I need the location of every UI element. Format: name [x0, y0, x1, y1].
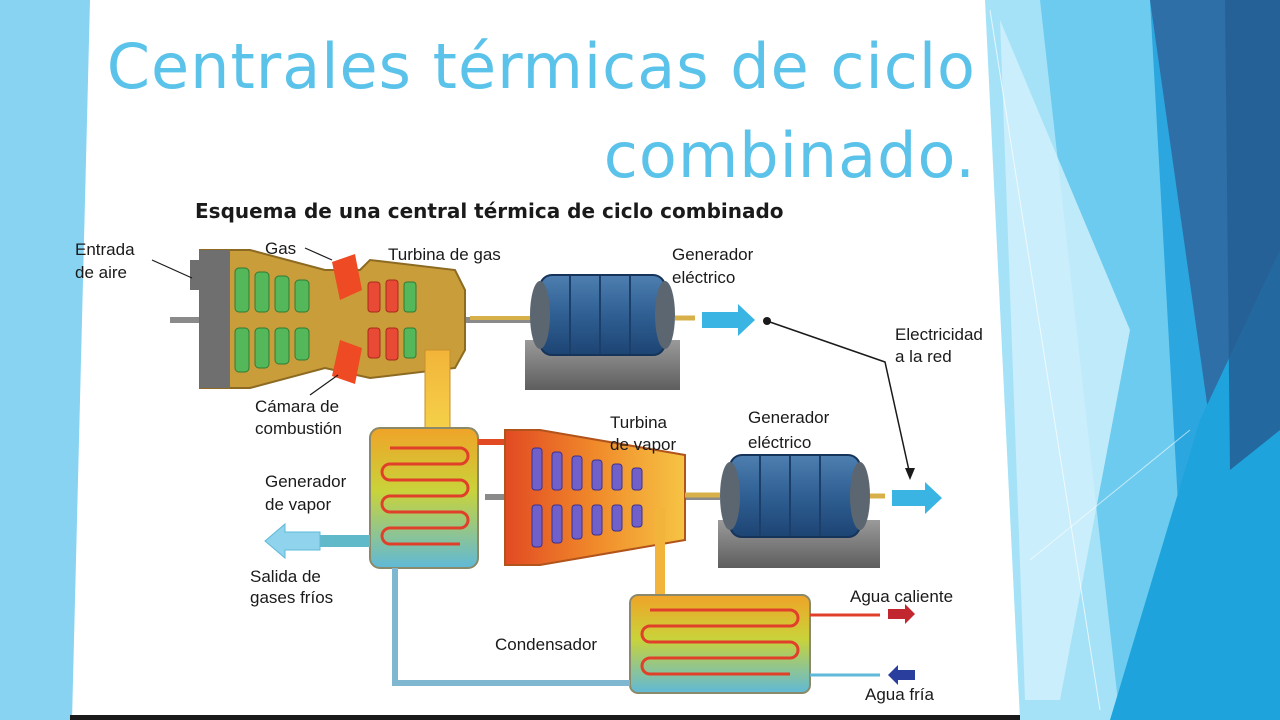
label-bottom-generator-line2: eléctrico	[748, 433, 811, 452]
steam-generator-coil	[380, 446, 470, 546]
hot-water-arrow	[888, 604, 915, 624]
top-generator-endcap-right	[655, 281, 675, 349]
steam-turbine-casing	[504, 429, 686, 566]
label-steam-turbine-line2: de vapor	[610, 435, 676, 454]
label-top-generator-line2: eléctrico	[672, 268, 735, 287]
leader-air-inlet	[151, 259, 193, 279]
top-electric-arrow	[702, 304, 755, 336]
diagram-heading: Esquema de una central térmica de ciclo …	[195, 199, 784, 223]
label-bottom-generator-line1: Generador	[748, 408, 830, 427]
label-grid-line1: Electricidad	[895, 325, 983, 344]
leader-combustion	[309, 374, 339, 396]
label-air-inlet-line1: Entrada	[75, 240, 135, 259]
steam-turbine-blades	[531, 447, 643, 548]
left-light-band	[0, 0, 90, 720]
decor-line	[989, 9, 1101, 711]
grid-leader-arrowhead	[905, 468, 915, 480]
decor-line	[1029, 429, 1191, 561]
cold-water-arrow	[888, 665, 915, 685]
bottom-generator-ribs	[759, 456, 821, 536]
bottom-generator-endcap-left	[720, 462, 740, 530]
label-exhaust-line2: gases fríos	[250, 588, 333, 607]
label-gas-turbine: Turbina de gas	[388, 245, 501, 264]
image-bottom-border	[70, 715, 1020, 720]
condenser-coil	[640, 608, 800, 676]
label-steam-turbine-line1: Turbina	[610, 413, 668, 432]
label-hot-water: Agua caliente	[850, 587, 953, 606]
label-grid-line2: a la red	[895, 347, 952, 366]
air-intake-cap	[190, 260, 208, 290]
label-steam-generator-line2: de vapor	[265, 495, 331, 514]
grid-leader-line	[766, 320, 911, 476]
gas-turbine-blades	[367, 279, 399, 361]
combustion-flame-top	[332, 254, 362, 300]
label-top-generator-line1: Generador	[672, 245, 754, 264]
grid-electric-arrow	[892, 482, 942, 514]
leader-gas	[304, 247, 333, 261]
right-deep-shape	[1225, 0, 1280, 470]
label-combustion-line2: combustión	[255, 419, 342, 438]
label-exhaust-line1: Salida de	[250, 567, 321, 586]
top-generator-body	[539, 274, 666, 356]
compressor-blades	[234, 267, 310, 373]
label-condenser: Condensador	[495, 635, 597, 654]
top-generator-ribs	[569, 276, 631, 354]
gas-turbine-rotor	[403, 281, 417, 359]
combined-cycle-diagram: Esquema de una central térmica de ciclo …	[70, 199, 1020, 720]
label-steam-generator-line1: Generador	[265, 472, 347, 491]
slide-title-line-2: combinado.	[603, 119, 976, 192]
label-cold-water: Agua fría	[865, 685, 935, 704]
cold-gas-outlet-arrow	[264, 522, 321, 560]
right-pale-streak	[1000, 20, 1130, 700]
bottom-generator-body	[729, 454, 861, 538]
label-air-inlet-line2: de aire	[75, 263, 127, 282]
top-generator-endcap-left	[530, 281, 550, 349]
condenser-body	[629, 594, 811, 694]
slide-title-line-1: Centrales térmicas de ciclo	[106, 30, 976, 103]
bottom-generator-endcap-right	[850, 462, 870, 530]
combustion-flame-bottom	[332, 340, 362, 384]
label-combustion-line1: Cámara de	[255, 397, 339, 416]
label-gas: Gas	[265, 239, 296, 258]
condensate-return-pipe	[392, 568, 630, 686]
cold-gas-outlet-pipe	[320, 535, 370, 547]
exhaust-duct	[424, 349, 451, 436]
